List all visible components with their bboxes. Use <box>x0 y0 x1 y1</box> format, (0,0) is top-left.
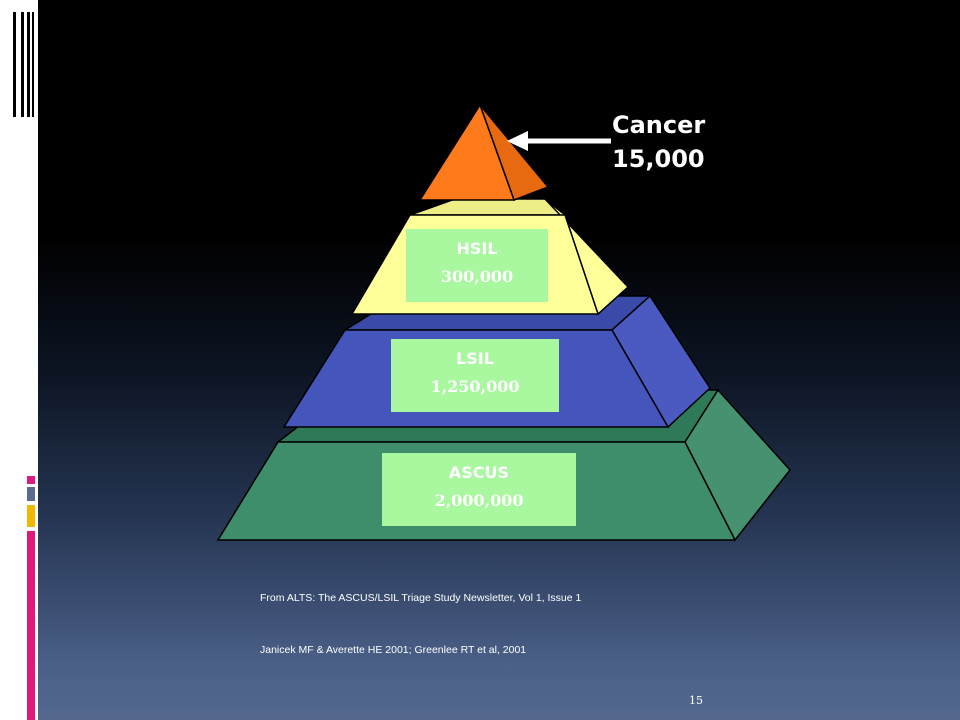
lsil-name: LSIL <box>456 349 494 368</box>
apex-value: 15,000 <box>612 145 705 173</box>
hsil-name: HSIL <box>456 239 498 258</box>
accent-bar-pink-long <box>27 531 35 720</box>
accent-bar-yellow <box>27 505 35 527</box>
apex-cancer <box>418 103 550 201</box>
accent-bar-pink <box>27 476 35 484</box>
lsil-label-box: LSIL 1,250,000 <box>391 339 559 412</box>
ascus-name: ASCUS <box>448 463 510 482</box>
hsil-value: 300,000 <box>440 267 514 286</box>
decorative-line-group <box>0 0 38 130</box>
reference-citation: Janicek MF & Averette HE 2001; Greenlee … <box>260 644 527 656</box>
hsil-label-box: HSIL 300,000 <box>406 229 548 302</box>
apex-name: Cancer <box>612 111 706 139</box>
ascus-label-box: ASCUS 2,000,000 <box>382 453 576 526</box>
apex-label: Cancer 15,000 <box>612 108 705 176</box>
lsil-value: 1,250,000 <box>430 377 520 396</box>
decorative-line <box>13 12 16 117</box>
arrow-icon <box>507 131 611 151</box>
decorative-line <box>32 12 34 117</box>
apex-front <box>418 103 516 201</box>
ascus-value: 2,000,000 <box>434 491 524 510</box>
tier-hsil-top <box>409 198 568 216</box>
left-accent-strip <box>0 0 38 720</box>
decorative-line <box>27 12 30 117</box>
page-number: 15 <box>689 694 703 707</box>
reference-source: From ALTS: The ASCUS/LSIL Triage Study N… <box>260 592 582 604</box>
decorative-line <box>21 12 24 117</box>
accent-bar-gray <box>27 487 35 501</box>
